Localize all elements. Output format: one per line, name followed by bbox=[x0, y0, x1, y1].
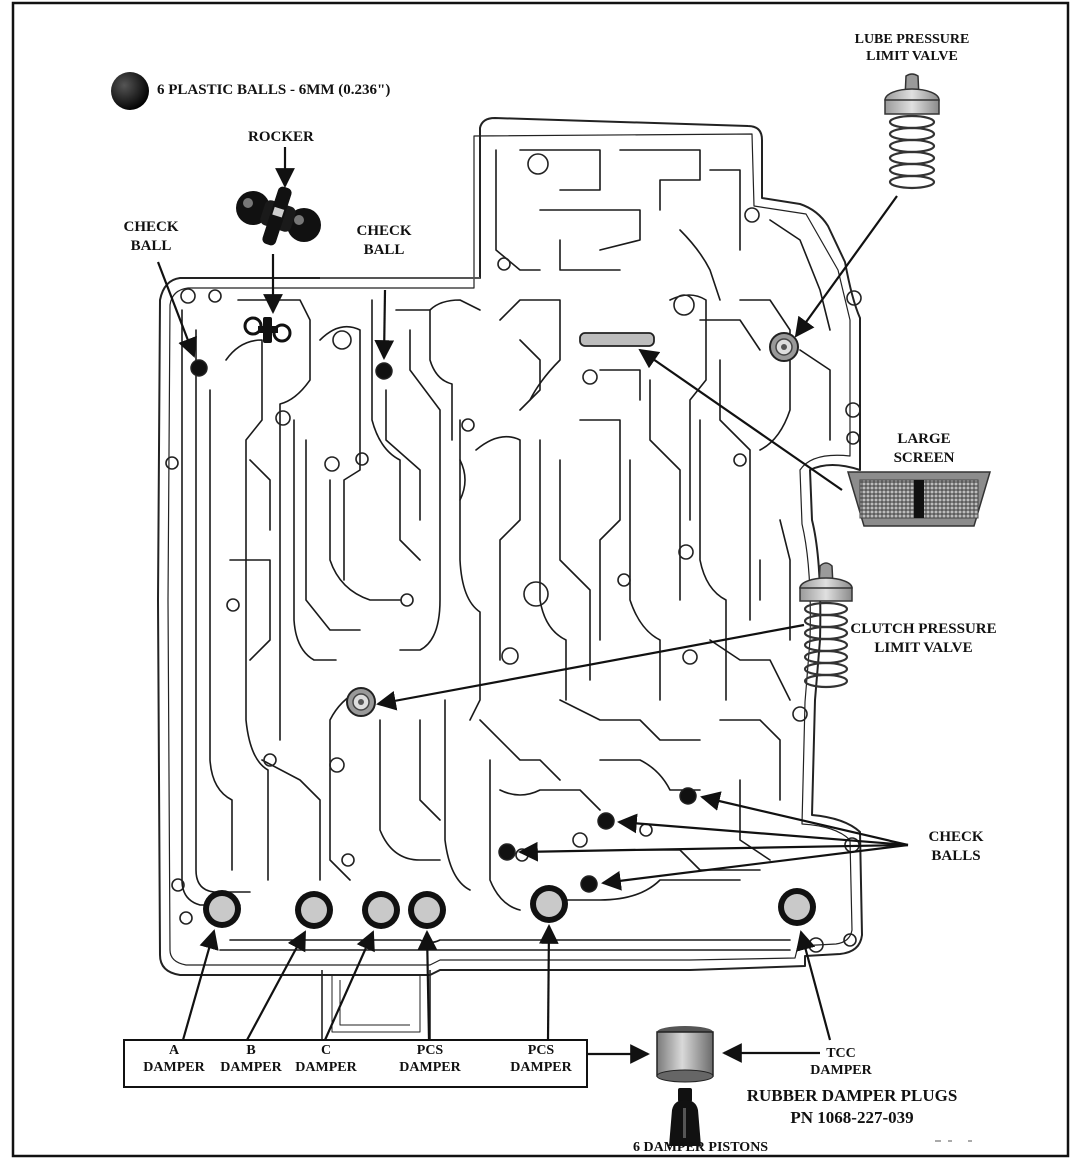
a-damper-line-2: DAMPER bbox=[143, 1060, 205, 1075]
tcc-damper-line-1: TCC bbox=[826, 1046, 856, 1061]
check-ball-left-line-2: BALL bbox=[130, 238, 172, 254]
legend-text: 6 PLASTIC BALLS - 6MM (0.236") bbox=[157, 82, 391, 98]
lube-valve-label: LUBE PRESSURE LIMIT VALVE bbox=[832, 31, 992, 65]
check-ball-label-mid: CHECK BALL bbox=[349, 222, 419, 260]
rocker-installed-icon bbox=[243, 316, 292, 343]
rocker-label: ROCKER bbox=[248, 129, 314, 145]
legend-ball-icon bbox=[111, 72, 149, 110]
check-balls-label: CHECK BALLS bbox=[916, 828, 996, 866]
clutch-valve-installed-icon bbox=[346, 687, 376, 717]
c-damper-line-2: DAMPER bbox=[295, 1060, 357, 1075]
rubber-damper-plug-icon bbox=[656, 1026, 714, 1083]
damper-pockets bbox=[203, 885, 816, 929]
a-damper-label: A DAMPER bbox=[136, 1042, 212, 1076]
pcs-damper-label-2: PCS DAMPER bbox=[503, 1042, 579, 1076]
damper-piston-icon bbox=[669, 1088, 701, 1146]
b-damper-label: B DAMPER bbox=[213, 1042, 289, 1076]
check-ball-mid-line-1: CHECK bbox=[356, 223, 412, 239]
pcs-damper-label-1: PCS DAMPER bbox=[392, 1042, 468, 1076]
rubber-plugs-line-2: PN 1068-227-039 bbox=[790, 1108, 914, 1127]
pcs-damper-1-line-1: PCS bbox=[416, 1043, 444, 1058]
pcs-damper-2-line-1: PCS bbox=[527, 1043, 555, 1058]
check-balls-line-2: BALLS bbox=[931, 848, 981, 864]
rubber-plugs-label: RUBBER DAMPER PLUGS PN 1068-227-039 bbox=[712, 1085, 992, 1129]
rocker-icon bbox=[236, 186, 321, 246]
scan-artifact bbox=[935, 1140, 972, 1142]
damper-label-box bbox=[123, 1039, 588, 1088]
clutch-pressure-valve-icon bbox=[799, 562, 853, 689]
tcc-damper-label: TCC DAMPER bbox=[796, 1045, 886, 1079]
check-ball-icons bbox=[190, 359, 697, 893]
screen-slot-icon bbox=[579, 332, 655, 347]
lube-valve-installed-icon bbox=[769, 332, 799, 362]
lube-valve-line-2: LIMIT VALVE bbox=[866, 49, 958, 64]
damper-pistons-label: 6 DAMPER PISTONS bbox=[633, 1140, 769, 1155]
large-screen-line-1: LARGE bbox=[897, 431, 951, 447]
large-screen-line-2: SCREEN bbox=[893, 450, 955, 466]
c-damper-label: C DAMPER bbox=[288, 1042, 364, 1076]
clutch-valve-line-2: LIMIT VALVE bbox=[874, 640, 973, 656]
a-damper-line-1: A bbox=[168, 1043, 180, 1058]
c-damper-line-1: C bbox=[320, 1043, 332, 1058]
clutch-valve-line-1: CLUTCH PRESSURE bbox=[850, 621, 997, 637]
clutch-valve-label: CLUTCH PRESSURE LIMIT VALVE bbox=[836, 620, 1011, 658]
large-screen-label: LARGE SCREEN bbox=[884, 430, 964, 468]
b-damper-line-1: B bbox=[246, 1043, 256, 1058]
check-ball-mid-line-2: BALL bbox=[363, 242, 405, 258]
page-border bbox=[11, 1, 1070, 1158]
check-balls-line-1: CHECK bbox=[928, 829, 984, 845]
rubber-plugs-line-1: RUBBER DAMPER PLUGS bbox=[746, 1086, 958, 1105]
lube-pressure-valve-icon bbox=[884, 73, 940, 190]
pcs-damper-1-line-2: DAMPER bbox=[399, 1060, 461, 1075]
large-screen-icon bbox=[846, 471, 992, 527]
valve-body-outline bbox=[157, 117, 863, 1041]
check-ball-label-left: CHECK BALL bbox=[116, 218, 186, 256]
check-ball-left-line-1: CHECK bbox=[123, 219, 179, 235]
callout-arrows bbox=[156, 147, 909, 1064]
pcs-damper-2-line-2: DAMPER bbox=[510, 1060, 572, 1075]
tcc-damper-line-2: DAMPER bbox=[810, 1063, 872, 1078]
b-damper-line-2: DAMPER bbox=[220, 1060, 282, 1075]
lube-valve-line-1: LUBE PRESSURE bbox=[854, 32, 970, 47]
